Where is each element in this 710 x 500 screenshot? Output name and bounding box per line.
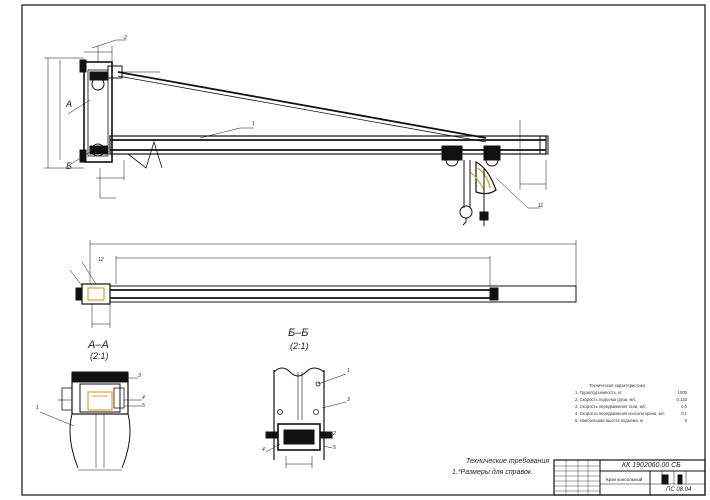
callout-3-b: 3 — [347, 397, 350, 403]
tech-char-value: 1000 — [677, 390, 687, 396]
crane-elevation-view — [44, 39, 549, 226]
tech-char-value: 6 — [684, 418, 687, 424]
callout-12: 12 — [98, 257, 104, 263]
section-a-a-scale: (2:1) — [90, 351, 109, 361]
tech-char-label: 4. Скорость передвижения консоли крана, … — [575, 411, 665, 417]
section-mark-b: Б — [66, 161, 72, 171]
tech-char-label: 1. Грузоподъемность, кг — [575, 390, 622, 396]
tech-char-value: 0,5 — [681, 404, 687, 410]
tech-char-label: 5. Наибольшая высота подъема, м — [575, 418, 643, 424]
callout-2-b: 2 — [333, 431, 336, 437]
section-b-b-view — [265, 367, 347, 468]
tech-char-row: 3. Скорость передвижения тали, м/с 0,5 — [575, 405, 687, 412]
tech-char-row: 4. Скорость передвижения консоли крана, … — [575, 412, 687, 419]
tech-char-label: 2. Скорость подъема груза, м/с — [575, 397, 636, 403]
section-mark-a: А — [66, 99, 73, 109]
title-block-name: Кран консольный — [606, 477, 643, 482]
callout-11: 11 — [538, 203, 544, 209]
callout-4-b: 4 — [262, 447, 265, 453]
tech-requirements-line: 1.*Размеры для справок. — [452, 469, 534, 476]
tech-requirements-title: Технические требования — [466, 458, 550, 465]
title-block-frame — [553, 459, 706, 496]
technical-characteristics: Техническая характеристика 1. Грузоподъе… — [575, 383, 687, 426]
callout-1-a: 1 — [36, 405, 39, 411]
tech-char-label: 3. Скорость передвижения тали, м/с — [575, 404, 646, 410]
callout-5-b: 5 — [333, 445, 336, 451]
tech-char-row: 2. Скорость подъема груза, м/с 0,133 — [575, 398, 687, 405]
section-a-a-view — [39, 371, 142, 471]
title-block-sheet-code: ПС 08.04 — [666, 487, 692, 493]
tech-char-row: 5. Наибольшая высота подъема, м 6 — [575, 419, 687, 426]
tech-char-value: 0,1 — [681, 411, 687, 417]
title-block-doc-code: КК 1902060.00 СБ — [622, 462, 681, 469]
section-b-b-scale: (2:1) — [290, 341, 309, 351]
callout-4-a: 4 — [142, 395, 145, 401]
tech-char-value: 0,133 — [676, 397, 687, 403]
callout-5-a: 5 — [142, 403, 145, 409]
sheet-border — [21, 4, 706, 496]
callout-1-main: 1 — [252, 121, 255, 127]
callout-2-main: 2 — [124, 35, 127, 41]
tech-char-row: 1. Грузоподъемность, кг 1000 — [575, 391, 687, 398]
section-a-a-title: А–А — [88, 339, 109, 351]
tech-char-title: Техническая характеристика — [589, 383, 645, 388]
section-b-b-title: Б–Б — [288, 327, 309, 339]
callout-3-a: 3 — [138, 373, 141, 379]
crane-plan-view — [69, 240, 577, 328]
callout-1-b: 1 — [347, 368, 350, 374]
